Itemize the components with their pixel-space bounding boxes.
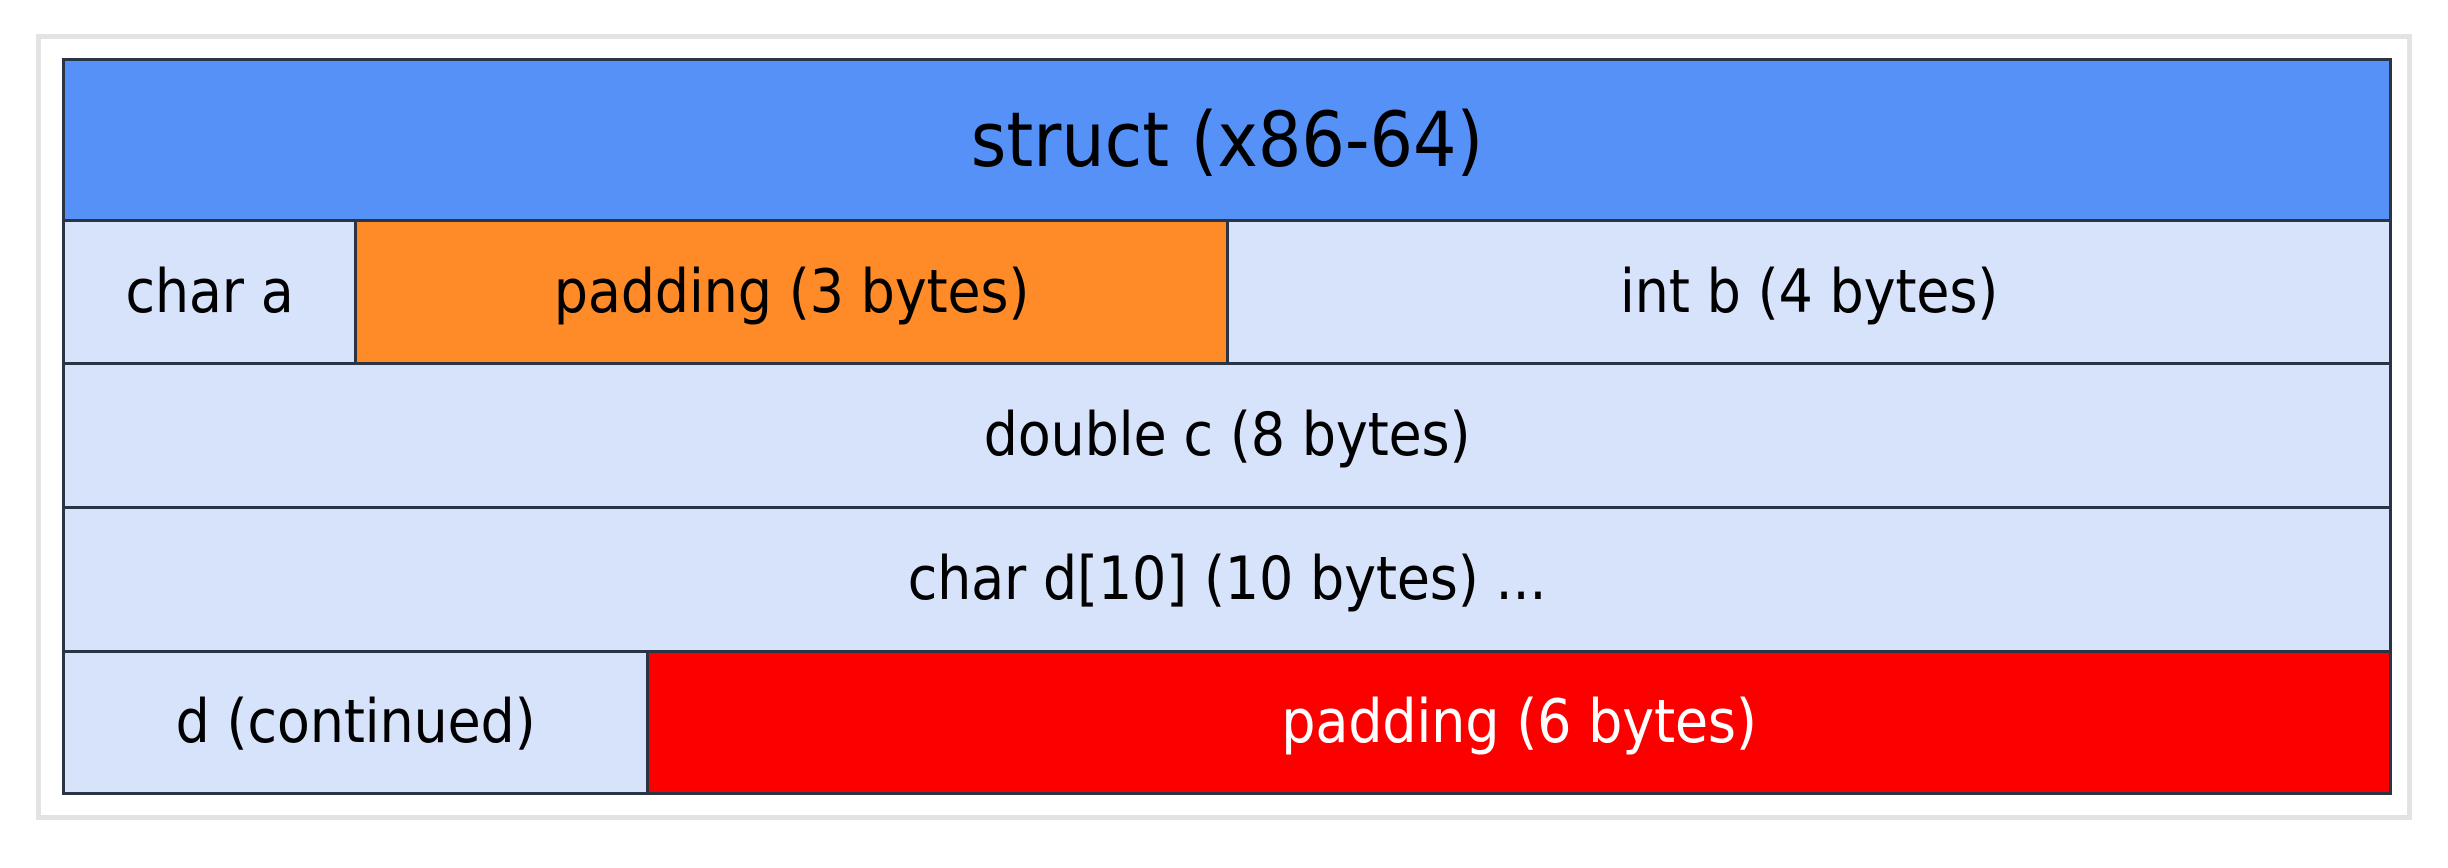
table-row-c: double c (8 bytes) xyxy=(65,364,2389,510)
cell-d-continued: d (continued) xyxy=(65,652,649,793)
cell-int-b: int b (4 bytes) xyxy=(1229,222,2389,362)
table-row-d-padding: d (continued) padding (6 bytes) xyxy=(65,652,2389,793)
cell-padding-6-bytes: padding (6 bytes) xyxy=(649,652,2389,793)
cell-char-d-array: char d[10] (10 bytes) ... xyxy=(65,509,2389,650)
table-row-d: char d[10] (10 bytes) ... xyxy=(65,509,2389,653)
struct-layout-table: struct (x86-64) char a padding (3 bytes)… xyxy=(62,58,2392,795)
cell-char-a: char a xyxy=(65,222,357,362)
cell-padding-3-bytes: padding (3 bytes) xyxy=(357,222,1229,362)
cell-double-c: double c (8 bytes) xyxy=(65,364,2389,507)
table-row-header: struct (x86-64) xyxy=(65,61,2389,223)
struct-title-cell: struct (x86-64) xyxy=(65,61,2389,220)
table-row-a-b: char a padding (3 bytes) int b (4 bytes) xyxy=(65,222,2389,365)
